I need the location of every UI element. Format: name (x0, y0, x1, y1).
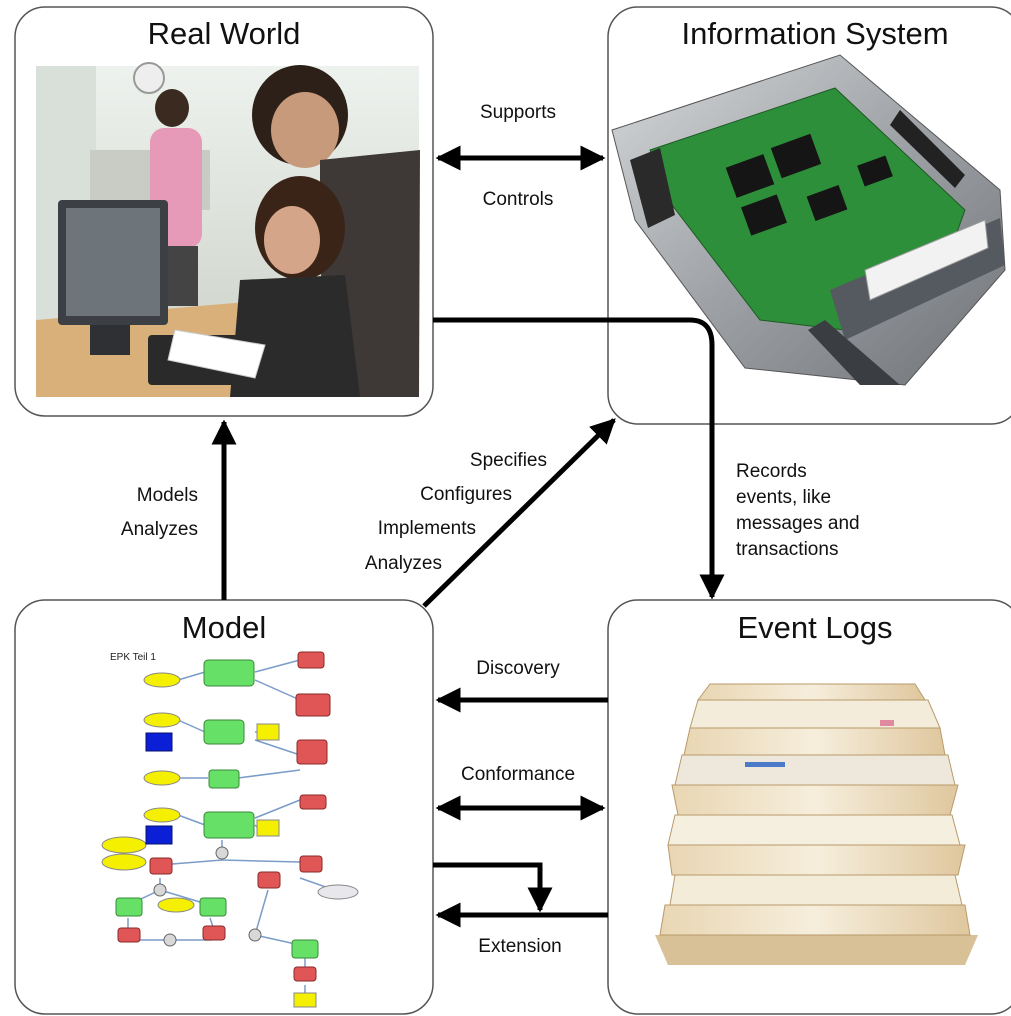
real-world-title: Real World (148, 16, 301, 51)
office-photo (36, 62, 420, 397)
label-analyzes-left: Analyzes (121, 519, 198, 540)
extension-merge-arrow (433, 862, 553, 913)
label-specifies: Specifies (470, 450, 547, 471)
label-models: Models (137, 485, 198, 506)
label-controls: Controls (483, 189, 554, 210)
epc-title: EPK Teil 1 (110, 652, 156, 663)
label-records-4: transactions (736, 539, 838, 560)
label-conformance: Conformance (461, 764, 575, 785)
circuit-board-image (611, 54, 1006, 386)
model-title: Model (182, 610, 266, 645)
label-configures: Configures (420, 484, 512, 505)
label-discovery: Discovery (476, 658, 560, 679)
label-records-2: events, like (736, 487, 831, 508)
event-logs-title: Event Logs (737, 610, 892, 645)
model-box: Model EPK Teil 1 (14, 599, 434, 1015)
records-arrow (433, 317, 725, 600)
epc-process-model: EPK Teil 1 (101, 651, 359, 1008)
paper-stack-image (655, 683, 978, 965)
label-supports: Supports (480, 102, 556, 123)
label-analyzes-diag: Analyzes (365, 553, 442, 574)
label-implements: Implements (378, 518, 476, 539)
real-world-box: Real World (14, 6, 434, 417)
label-records-3: messages and (736, 513, 860, 534)
label-extension: Extension (478, 936, 561, 957)
arrows (211, 145, 725, 928)
information-system-title: Information System (681, 16, 948, 51)
event-logs-box: Event Logs (607, 599, 1011, 1015)
specifies-arrow (422, 418, 616, 608)
label-records-1: Records (736, 461, 807, 482)
arrow-labels: Supports Controls Models Analyzes Specif… (121, 102, 860, 957)
information-system-box: Information System (607, 6, 1011, 425)
